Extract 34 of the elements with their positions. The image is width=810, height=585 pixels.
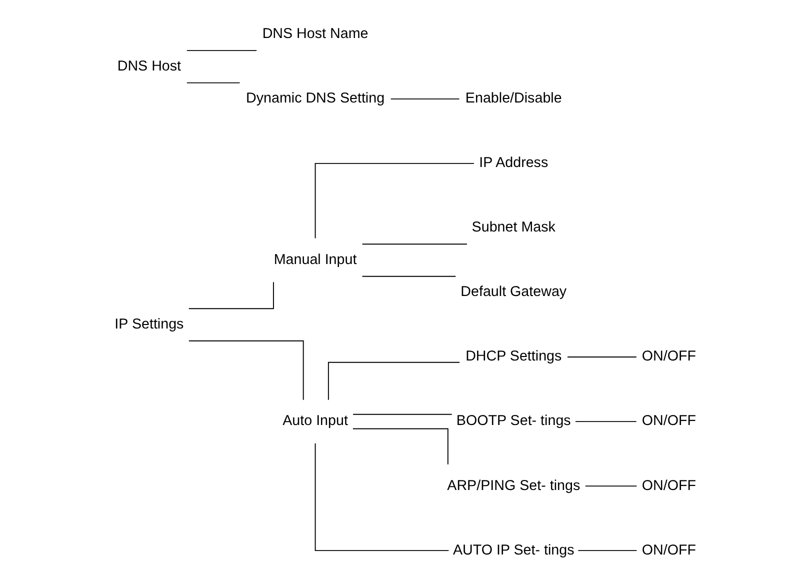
- node-text: ON/OFF: [641, 542, 696, 558]
- connector: [361, 244, 467, 245]
- connector: [186, 50, 257, 52]
- node-text: DHCP Settings: [465, 348, 562, 365]
- node-text: Default Gateway: [460, 284, 566, 300]
- connector: [574, 421, 636, 422]
- connector: [577, 550, 637, 552]
- node-text: DNS Host Name: [262, 26, 368, 42]
- node-text: ON/OFF: [641, 413, 696, 430]
- connector: [314, 162, 474, 239]
- node-text: Subnet Mask: [471, 220, 555, 236]
- node-text: ON/OFF: [641, 348, 696, 365]
- node-text: IP Settings: [114, 316, 184, 332]
- node-text: AUTO IP Set- tings: [452, 542, 574, 558]
- connector: [188, 282, 274, 310]
- connector: [352, 414, 452, 415]
- connector: [352, 428, 448, 465]
- connector: [566, 356, 636, 358]
- connector: [327, 362, 460, 400]
- connector: [584, 486, 637, 487]
- node-text: Auto Input: [282, 413, 348, 430]
- node-text: Enable/Disable: [464, 90, 562, 107]
- connector: [390, 98, 460, 100]
- node-text: ON/OFF: [641, 478, 696, 494]
- connector: [361, 276, 456, 277]
- node-text: IP Address: [478, 155, 548, 172]
- connector: [314, 442, 449, 552]
- node-text: ARP/PING Set- tings: [446, 478, 580, 494]
- connector: [188, 340, 304, 400]
- node-text: DNS Host: [116, 58, 181, 74]
- node-text: BOOTP Set- tings: [456, 413, 570, 430]
- connector: [186, 82, 240, 84]
- node-text: Manual Input: [273, 252, 356, 268]
- node-text: Dynamic DNS Setting: [246, 90, 384, 107]
